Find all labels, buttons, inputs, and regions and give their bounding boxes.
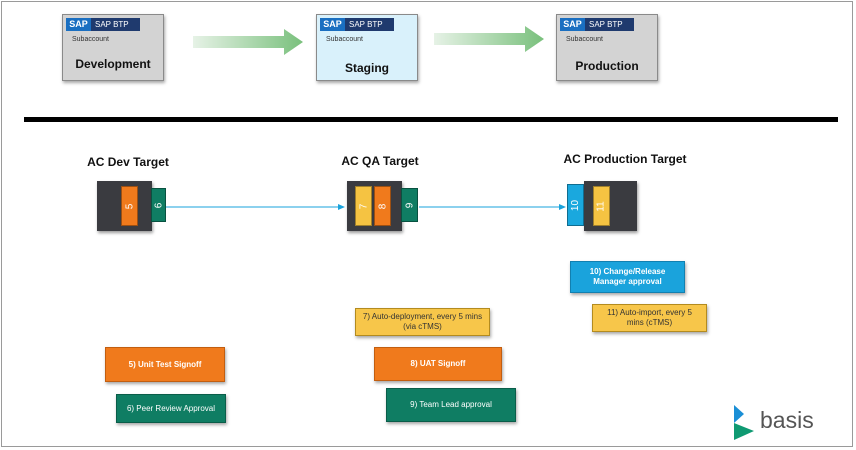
basis-logo-top — [734, 405, 744, 423]
subaccount-development: SAP SAP BTP Subaccount Development — [62, 14, 164, 81]
sap-btp-label: SAP BTP — [95, 20, 129, 29]
arrow-dev-to-staging — [193, 29, 303, 55]
slot-9-label: 9 — [404, 202, 415, 208]
slot-7-label: 7 — [358, 203, 369, 209]
slot-8: 8 — [374, 186, 391, 226]
section-divider — [24, 117, 838, 122]
slot-10-label: 10 — [570, 199, 581, 211]
connector-qa-to-prod-arrowhead — [559, 204, 566, 210]
sap-logo-tag: SAP — [560, 18, 585, 31]
target-title-qa: AC QA Target — [341, 154, 419, 168]
subaccount-staging: SAP SAP BTP Subaccount Staging — [316, 14, 418, 81]
target-title-dev: AC Dev Target — [87, 155, 169, 169]
connector-dev-to-qa-arrowhead — [338, 204, 345, 210]
slot-11-label: 11 — [595, 200, 607, 212]
step-11-auto-import: 11) Auto-import, every 5 mins (cTMS) — [592, 304, 707, 332]
slot-9: 9 — [401, 188, 418, 222]
slot-10: 10 — [567, 184, 584, 226]
target-title-prod: AC Production Target — [563, 152, 687, 166]
step-6-peer-review-approval: 6) Peer Review Approval — [116, 394, 226, 423]
subaccount-production: SAP SAP BTP Subaccount Production — [556, 14, 658, 81]
sap-btp-logo: SAP SAP BTP — [320, 18, 394, 31]
arrow-staging-to-production — [434, 26, 544, 52]
slot-11: 11 — [593, 186, 610, 226]
basis-logo-bottom — [734, 423, 754, 440]
step-7-auto-deployment: 7) Auto-deployment, every 5 mins (via cT… — [355, 308, 490, 336]
slot-6: 6 — [151, 188, 166, 222]
step-8-uat-signoff: 8) UAT Signoff — [374, 347, 502, 381]
subaccount-label: Subaccount — [72, 36, 109, 43]
slot-6-label: 6 — [153, 202, 164, 208]
slot-5: 5 — [121, 186, 138, 226]
env-name-development: Development — [75, 57, 151, 71]
slot-5-label: 5 — [124, 203, 135, 209]
subaccount-label: Subaccount — [326, 36, 363, 43]
target-box-prod — [584, 181, 637, 231]
sap-logo-tag: SAP — [320, 18, 345, 31]
sap-btp-logo: SAP SAP BTP — [560, 18, 634, 31]
step-9-team-lead-approval: 9) Team Lead approval — [386, 388, 516, 422]
sap-btp-logo: SAP SAP BTP — [66, 18, 140, 31]
slot-7: 7 — [355, 186, 372, 226]
subaccount-label: Subaccount — [566, 36, 603, 43]
step-10-change-release-approval: 10) Change/Release Manager approval — [570, 261, 685, 293]
env-name-staging: Staging — [345, 61, 389, 75]
step-5-unit-test-signoff: 5) Unit Test Signoff — [105, 347, 225, 382]
sap-btp-label: SAP BTP — [589, 20, 623, 29]
sap-btp-label: SAP BTP — [349, 20, 383, 29]
sap-logo-tag: SAP — [66, 18, 91, 31]
basis-brand-text: basis — [760, 407, 814, 433]
env-name-production: Production — [575, 59, 639, 73]
slot-8-label: 8 — [377, 203, 388, 209]
